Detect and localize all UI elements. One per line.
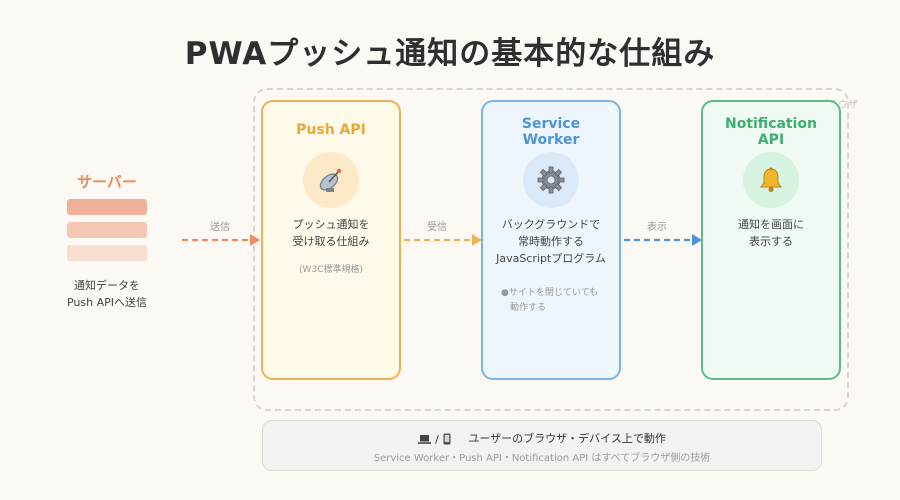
footer-info-box: / ユーザーのブラウザ・デバイス上で動作 Service Worker・Push… [262, 420, 822, 471]
gear-icon [537, 166, 565, 194]
service-worker-title-line: Service [521, 116, 581, 132]
notification-api-desc-line: 通知を画面に [738, 218, 804, 231]
notification-api-title-line: Notification [724, 116, 818, 132]
smartphone-icon [443, 433, 451, 445]
push-api-desc-line: プッシュ通知を [292, 218, 370, 231]
arrow-display [624, 234, 702, 246]
service-worker-title-line: Worker [522, 132, 580, 148]
service-worker-desc-line: バックグラウンドで [501, 218, 601, 231]
service-worker-card: Service Worker バックグラウンドで 常時動作する JavaScri… [481, 100, 621, 380]
laptop-icon [418, 434, 432, 444]
browser-boundary [253, 88, 849, 411]
footer-line1: / ユーザーのブラウザ・デバイス上で動作 [263, 430, 821, 446]
server-desc-line: Push APIへ送信 [66, 296, 147, 309]
footer-line2: Service Worker・Push API・Notification API… [373, 453, 711, 464]
service-worker-desc-line: JavaScriptプログラム [496, 252, 606, 265]
server-rack-bar [67, 222, 147, 238]
server-rack-bar [67, 245, 147, 261]
server-desc-line: 通知データを [74, 279, 140, 292]
push-api-card: Push API プッシュ通知を 受け取る仕組み (W3C標準規格) [261, 100, 401, 380]
notification-api-title: Notification API [703, 116, 839, 148]
push-api-title: Push API [296, 122, 366, 138]
notification-api-description: 通知を画面に 表示する [703, 216, 839, 250]
satellite-dish-icon [319, 168, 342, 192]
service-worker-note: ●サイトを閉じていても 動作する [501, 286, 619, 316]
arrow-receive [404, 234, 482, 246]
arrow-send [182, 234, 260, 246]
push-api-note: (W3C標準規格) [299, 265, 363, 275]
push-api-description: プッシュ通知を 受け取る仕組み [263, 216, 399, 250]
service-worker-desc-line: 常時動作する [518, 235, 584, 248]
notification-api-card: Notification API 通知を画面に 表示する [701, 100, 841, 380]
notification-api-icon-wrap [743, 152, 799, 208]
server-title: サーバー [77, 173, 137, 191]
footer-main-text: ユーザーのブラウザ・デバイス上で動作 [468, 432, 666, 445]
notification-api-title-line: API [757, 132, 785, 148]
service-worker-note-line: 動作する [510, 303, 547, 313]
push-api-icon-wrap [303, 152, 359, 208]
arrow-label-display: 表示 [647, 222, 667, 233]
bell-icon [760, 167, 782, 192]
server-description: 通知データを Push APIへ送信 [47, 277, 167, 311]
server-rack-bar [67, 199, 147, 215]
arrow-label-send: 送信 [210, 222, 230, 233]
footer-device-icons: / [418, 433, 451, 446]
notification-api-desc-line: 表示する [749, 235, 793, 248]
page-title: PWAプッシュ通知の基本的な仕組み [184, 36, 716, 72]
service-worker-note-line: ●サイトを閉じていても [501, 288, 599, 298]
service-worker-icon-wrap [523, 152, 579, 208]
service-worker-title: Service Worker [483, 116, 619, 148]
footer-separator: / [435, 432, 439, 446]
arrow-label-receive: 受信 [427, 222, 447, 233]
push-api-desc-line: 受け取る仕組み [292, 235, 370, 248]
service-worker-description: バックグラウンドで 常時動作する JavaScriptプログラム [483, 216, 619, 267]
